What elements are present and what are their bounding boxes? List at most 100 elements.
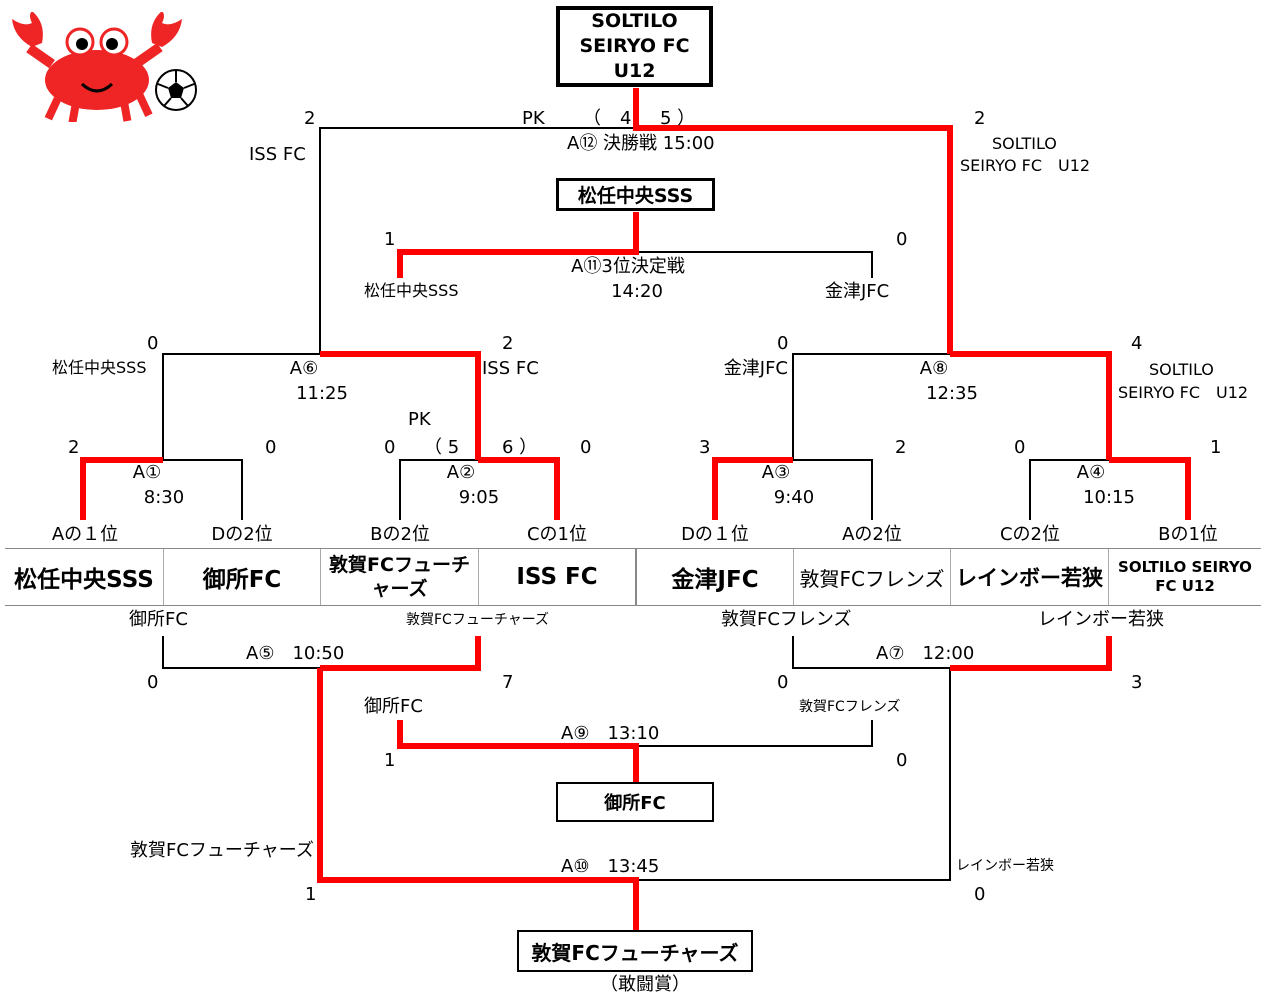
m9-score-left: 1	[384, 750, 396, 771]
m9-loser-line	[636, 720, 873, 747]
team-cell: レインボー若狭	[950, 549, 1108, 605]
m12-pk-left: 4	[620, 108, 632, 129]
team-cell: 敦賀FCフレンズ	[793, 549, 950, 605]
m2-loser-line	[399, 459, 478, 520]
m9-winner: 御所FC	[604, 793, 666, 814]
third-place-winner: 松任中央SSS	[577, 185, 694, 207]
m11-title: A⑪3位決定戦	[571, 256, 685, 277]
m9-score-right: 0	[896, 750, 908, 771]
m3-score-left: 3	[699, 437, 711, 458]
team-cell: ISS FC	[478, 549, 635, 605]
m2-pk-label: PK	[408, 409, 431, 430]
m9-label: A⑨ 13:10	[561, 723, 660, 744]
m7-score-right: 3	[1131, 672, 1143, 693]
m11-loser-line	[636, 251, 873, 278]
m11-score-left: 1	[384, 229, 396, 250]
m4-time: 10:15	[1083, 487, 1135, 508]
m8-team-right-line2: SEIRYO FC U12	[1118, 383, 1249, 402]
winner-lines	[80, 88, 1191, 930]
champion-line3: U12	[613, 60, 656, 82]
m3-winner-line	[712, 457, 793, 520]
m10-award: （敢闘賞）	[600, 974, 690, 995]
m11-time: 14:20	[611, 281, 663, 302]
m2-pk-close: 6 ）	[502, 437, 538, 458]
seed-label-8: Bの1位	[1158, 524, 1218, 545]
m11-team-left: 松任中央SSS	[364, 281, 459, 300]
team-cell: 敦賀FCフューチャーズ	[320, 549, 478, 605]
m12-title: A⑫ 決勝戦 15:00	[567, 133, 715, 154]
m3-time: 9:40	[773, 487, 815, 508]
seed-label-6: Aの2位	[842, 524, 902, 545]
m8-team-left: 金津JFC	[723, 358, 788, 379]
m8-score-left: 0	[777, 333, 789, 354]
m8-winner-line	[950, 351, 1112, 460]
m5-score-right: 7	[502, 672, 514, 693]
team-cell: 金津JFC	[635, 549, 793, 605]
m5-score-left: 0	[147, 672, 159, 693]
m7-winner-line	[950, 636, 1112, 671]
m12-score-left: 2	[304, 108, 316, 129]
m12-loser-line	[319, 127, 636, 354]
m10-winner: 敦賀FCフューチャーズ	[531, 940, 739, 965]
m1-score-left: 2	[68, 437, 80, 458]
m10-loser-line	[636, 668, 951, 881]
m1-time: 8:30	[143, 487, 185, 508]
m6-label: A⑥	[289, 358, 319, 379]
team-cell: 松任中央SSS	[14, 567, 154, 593]
m4-winner-line	[1109, 457, 1191, 520]
m5-loser-line	[162, 636, 320, 669]
m8-team-right-line1: SOLTILO	[1149, 360, 1214, 379]
m9-team-right: 敦賀FCフレンズ	[799, 699, 901, 715]
m8-time: 12:35	[926, 383, 978, 404]
m8-score-right: 4	[1131, 333, 1143, 354]
m10-team-left: 敦賀FCフューチャーズ	[130, 840, 314, 861]
m3-score-right: 2	[895, 437, 907, 458]
seed-label-5: Dの１位	[681, 524, 749, 545]
m12-team-left: ISS FC	[249, 144, 306, 165]
crab-mascot-icon	[12, 12, 197, 122]
seed-label-1: Aの１位	[51, 524, 119, 545]
champion-line2: SEIRYO FC	[579, 35, 690, 57]
m5-winner-line	[320, 636, 481, 671]
m2-label: A②	[446, 462, 476, 483]
seed-label-4: Cの1位	[526, 524, 588, 545]
champion-line1: SOLTILO	[591, 10, 678, 32]
team-row: 松任中央SSS 御所FC 敦賀FCフューチャーズ ISS FC 金津JFC 敦賀…	[5, 548, 1261, 606]
m2-score-left: 0	[384, 437, 396, 458]
m2-pk-open: （ 5	[424, 437, 460, 458]
m9-team-left: 御所FC	[364, 696, 423, 717]
team-cell: 御所FC	[163, 549, 320, 605]
seed-label-3: Bの2位	[370, 524, 430, 545]
m6-team-left: 松任中央SSS	[52, 358, 147, 377]
m6-loser-line	[162, 353, 320, 460]
m6-winner-line	[320, 351, 481, 460]
m7-team-right: レインボー若狭	[1038, 609, 1164, 630]
m2-score-right: 0	[580, 437, 592, 458]
m6-team-right: ISS FC	[482, 358, 539, 379]
m6-time: 11:25	[296, 383, 348, 404]
m9-winner-box: 御所FC	[556, 782, 714, 822]
m10-winner-line	[317, 668, 639, 930]
m10-winner-box: 敦賀FCフューチャーズ	[517, 930, 753, 972]
m1-winner-line	[80, 457, 163, 520]
m7-score-left: 0	[777, 672, 789, 693]
seed-label-2: Dの2位	[211, 524, 273, 545]
m3-loser-line	[793, 459, 873, 520]
m10-score-right: 0	[974, 884, 986, 905]
m10-score-left: 1	[305, 884, 317, 905]
m2-time: 9:05	[458, 487, 500, 508]
m12-score-right: 2	[974, 108, 986, 129]
m5-team-left: 御所FC	[129, 609, 188, 630]
m3-label: A③	[761, 462, 791, 483]
m12-pk-right: 5 ）	[660, 108, 696, 129]
m6-score-right: 2	[502, 333, 514, 354]
m10-label: A⑩ 13:45	[561, 856, 660, 877]
m4-label: A④	[1076, 462, 1106, 483]
m12-team-right-line2: SEIRYO FC U12	[960, 156, 1091, 175]
team-cell: SOLTILO SEIRYO FC U12	[1108, 549, 1261, 605]
m1-loser-line	[163, 459, 243, 520]
m10-team-right: レインボー若狭	[956, 858, 1054, 874]
m8-label: A⑧	[919, 358, 949, 379]
m8-loser-line	[792, 353, 950, 460]
